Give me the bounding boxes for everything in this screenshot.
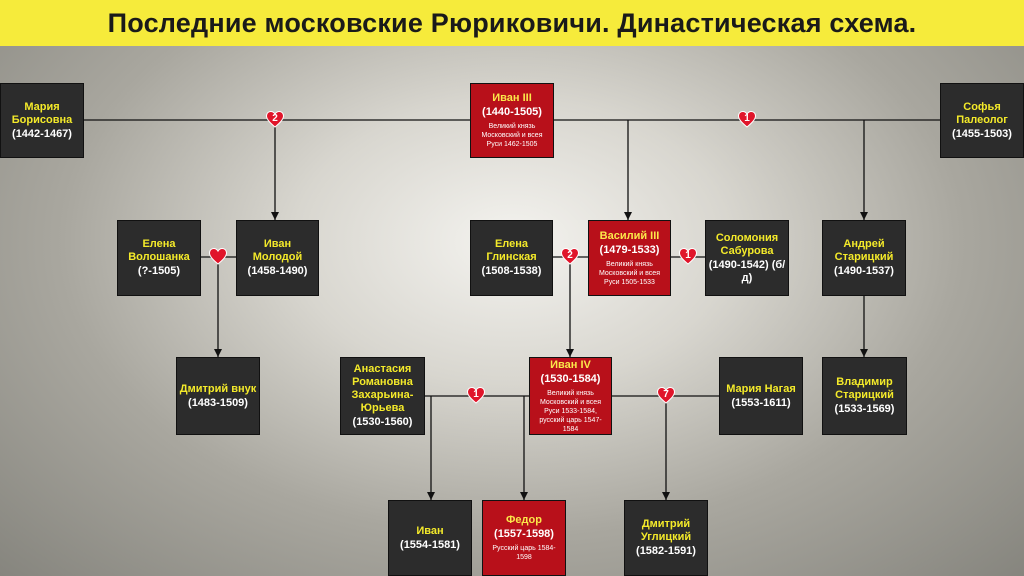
person-dmitry-uglitsky[interactable]: Дмитрий Углицкий (1582-1591) xyxy=(624,500,708,576)
person-name: Иван IV xyxy=(550,358,591,371)
person-name: Федор xyxy=(506,514,542,526)
heart-icon: 1 xyxy=(738,111,756,128)
person-elena-glinskaya[interactable]: Елена Глинская (1508-1538) xyxy=(470,220,553,296)
person-years: (1442-1467) xyxy=(12,127,72,140)
person-years: (1582-1591) xyxy=(636,545,696,557)
heart-icon: 7 xyxy=(657,387,675,404)
person-years: (1490-1537) xyxy=(834,265,894,277)
person-years: (1440-1505) xyxy=(482,106,542,118)
person-title: Русский царь 1584-1598 xyxy=(492,545,556,561)
marriage-number: 2 xyxy=(567,250,573,261)
person-ivan-iii[interactable]: Иван III (1440-1505) Великий князь Моско… xyxy=(470,83,554,158)
person-solomonia-saburova[interactable]: Соломония Сабурова (1490-1542) (б/д) xyxy=(705,220,789,296)
title-bar: Последние московские Рюриковичи. Династи… xyxy=(0,0,1024,46)
person-name: Соломония Сабурова xyxy=(715,231,779,257)
marriage-number: 1 xyxy=(744,113,750,124)
person-sofia-paleolog[interactable]: Софья Палеолог (1455-1503) xyxy=(940,83,1024,158)
person-fedor[interactable]: Федор (1557-1598) Русский царь 1584-1598 xyxy=(482,500,566,576)
person-name: Андрей Старицкий xyxy=(834,238,894,263)
marriage-number: 7 xyxy=(663,389,669,400)
marriage-number: 1 xyxy=(685,250,691,261)
person-name: Мария Нагая xyxy=(726,382,796,395)
marriage-number: 1 xyxy=(473,389,479,400)
person-andrey-staritsky[interactable]: Андрей Старицкий (1490-1537) xyxy=(822,220,906,296)
person-years: (1553-1611) xyxy=(731,396,791,409)
page-title: Последние московские Рюриковичи. Династи… xyxy=(107,7,917,38)
person-name: Софья Палеолог xyxy=(956,100,1008,126)
person-title: Великий князь Московский и всея Руси 150… xyxy=(599,260,660,286)
person-name: Иван Молодой xyxy=(252,238,303,263)
person-maria-nagaya[interactable]: Мария Нагая (1553-1611) xyxy=(719,357,803,435)
person-name: Иван xyxy=(416,524,444,537)
heart-icon xyxy=(209,248,227,265)
person-years: (?-1505) xyxy=(137,265,181,277)
person-anastasia[interactable]: Анастасия Романовна Захарьина-Юрьева (15… xyxy=(340,357,425,435)
person-name: Дмитрий внук xyxy=(179,382,257,395)
person-name: Мария Борисовна xyxy=(11,100,73,126)
heart-icon: 1 xyxy=(467,387,485,404)
person-name: Василий III xyxy=(599,229,660,242)
person-years: (1490-1542) (б/д) xyxy=(708,258,786,284)
person-name: Елена Глинская xyxy=(486,238,537,263)
person-vasily-iii[interactable]: Василий III (1479-1533) Великий князь Мо… xyxy=(588,220,671,296)
person-years: (1530-1584) xyxy=(540,372,601,385)
person-years: (1554-1581) xyxy=(400,538,460,551)
person-years: (1483-1509) xyxy=(188,396,248,409)
person-years: (1530-1560) xyxy=(352,416,413,428)
person-vladimir-staritsky[interactable]: Владимир Старицкий (1533-1569) xyxy=(822,357,907,435)
person-maria-borisovna[interactable]: Мария Борисовна (1442-1467) xyxy=(0,83,84,158)
person-name: Владимир Старицкий xyxy=(835,376,894,401)
marriage-number: 2 xyxy=(272,113,278,124)
person-ivan-molodoy[interactable]: Иван Молодой (1458-1490) xyxy=(236,220,319,296)
heart-icon: 1 xyxy=(679,248,697,265)
person-name: Елена Волошанка xyxy=(128,238,190,263)
person-elena-voloshanka[interactable]: Елена Волошанка (?-1505) xyxy=(117,220,201,296)
person-title: Великий князь Московский и всея Руси 153… xyxy=(539,389,602,433)
person-dmitry-vnuk[interactable]: Дмитрий внук (1483-1509) xyxy=(176,357,260,435)
person-name: Дмитрий Углицкий xyxy=(640,518,692,543)
person-years: (1533-1569) xyxy=(834,403,895,415)
person-years: (1557-1598) xyxy=(494,528,554,540)
person-name: Анастасия Романовна Захарьина-Юрьева xyxy=(351,363,414,414)
person-name: Иван III xyxy=(492,92,532,104)
person-years: (1455-1503) xyxy=(952,127,1012,140)
heart-icon: 2 xyxy=(266,111,284,128)
person-ivan-son[interactable]: Иван (1554-1581) xyxy=(388,500,472,576)
person-years: (1458-1490) xyxy=(247,265,308,277)
heart-icon: 2 xyxy=(561,248,579,265)
person-title: Великий князь Московский и всея Руси 146… xyxy=(481,123,543,148)
person-years: (1479-1533) xyxy=(599,243,660,256)
person-years: (1508-1538) xyxy=(481,265,542,277)
person-ivan-iv[interactable]: Иван IV (1530-1584) Великий князь Москов… xyxy=(529,357,612,435)
